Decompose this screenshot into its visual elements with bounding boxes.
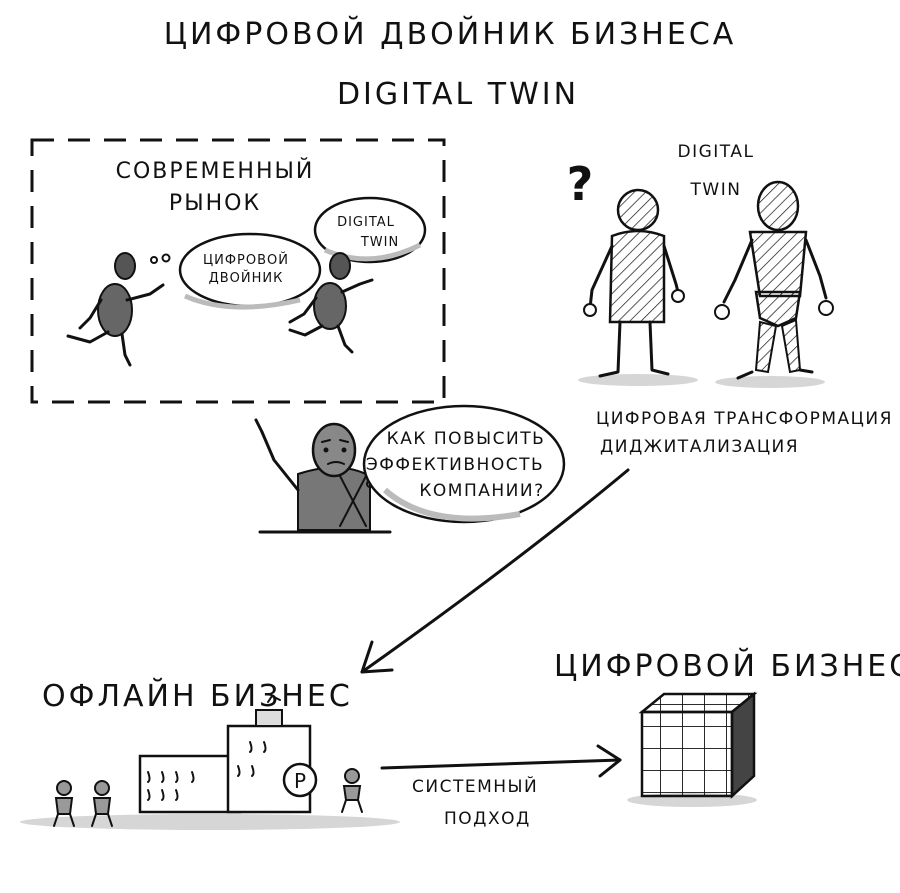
main-title: ЦИФРОВОЙ ДВОЙНИК БИЗНЕСА bbox=[164, 16, 737, 52]
small-person bbox=[53, 780, 75, 827]
ruble-coin-icon bbox=[282, 762, 318, 798]
twin-figure bbox=[714, 180, 834, 388]
question-mark: ? bbox=[567, 157, 594, 211]
bubble-right-line2: TWIN bbox=[360, 235, 399, 250]
market-title-line1: СОВРЕМЕННЫЙ bbox=[116, 158, 315, 184]
twin-label-line2: TWIN bbox=[690, 180, 742, 200]
bubble-right-shadow bbox=[323, 242, 422, 262]
transform-arrow bbox=[360, 468, 630, 674]
bubble-left bbox=[178, 232, 322, 308]
bubble-left-shadow bbox=[183, 293, 301, 310]
offline-business-title: ОФЛАЙН БИЗНЕС bbox=[42, 678, 353, 714]
systemic-arrow bbox=[380, 758, 622, 770]
systemic-arrow-head bbox=[596, 744, 622, 778]
small-person bbox=[91, 780, 113, 827]
bubble-left-line1: ЦИФРОВОЙ bbox=[203, 252, 289, 268]
arrow-label-line1: СИСТЕМНЫЙ bbox=[412, 775, 538, 797]
bubble-left-line2: ДВОЙНИК bbox=[209, 270, 284, 286]
thinker-bubble-line3: КОМПАНИИ? bbox=[419, 481, 544, 501]
thinker-bubble-shadow bbox=[383, 487, 521, 522]
market-title-line2: РЫНОК bbox=[169, 191, 261, 216]
market-frame bbox=[30, 138, 446, 404]
arrow-label-line2: ПОДХОД bbox=[444, 809, 531, 829]
transform-arrow-head bbox=[360, 640, 394, 674]
human-figure bbox=[578, 188, 698, 386]
thought-dot bbox=[161, 253, 171, 263]
digital-cube bbox=[627, 691, 758, 807]
twin-caption-line1: ЦИФРОВАЯ ТРАНСФОРМАЦИЯ bbox=[596, 409, 893, 429]
runner-right bbox=[288, 252, 374, 354]
thinker-figure bbox=[254, 418, 394, 534]
main-subtitle: DIGITAL TWIN bbox=[337, 77, 579, 112]
twin-caption-line2: ДИДЖИТАЛИЗАЦИЯ bbox=[600, 437, 799, 457]
thinker-bubble-line1: КАК ПОВЫСИТЬ bbox=[387, 429, 546, 449]
thought-dot bbox=[150, 256, 158, 264]
thinker-bubble bbox=[362, 404, 566, 524]
coin-symbol: Р bbox=[294, 769, 306, 793]
runner-left bbox=[66, 252, 165, 367]
twin-label-line1: DIGITAL bbox=[678, 142, 755, 162]
bubble-right bbox=[313, 196, 427, 264]
small-person bbox=[341, 768, 363, 813]
bubble-right-line1: DIGITAL bbox=[337, 215, 395, 230]
thinker-bubble-line2: ЭФФЕКТИВНОСТЬ bbox=[366, 455, 544, 475]
digital-business-title: ЦИФРОВОЙ БИЗНЕС bbox=[554, 648, 900, 684]
